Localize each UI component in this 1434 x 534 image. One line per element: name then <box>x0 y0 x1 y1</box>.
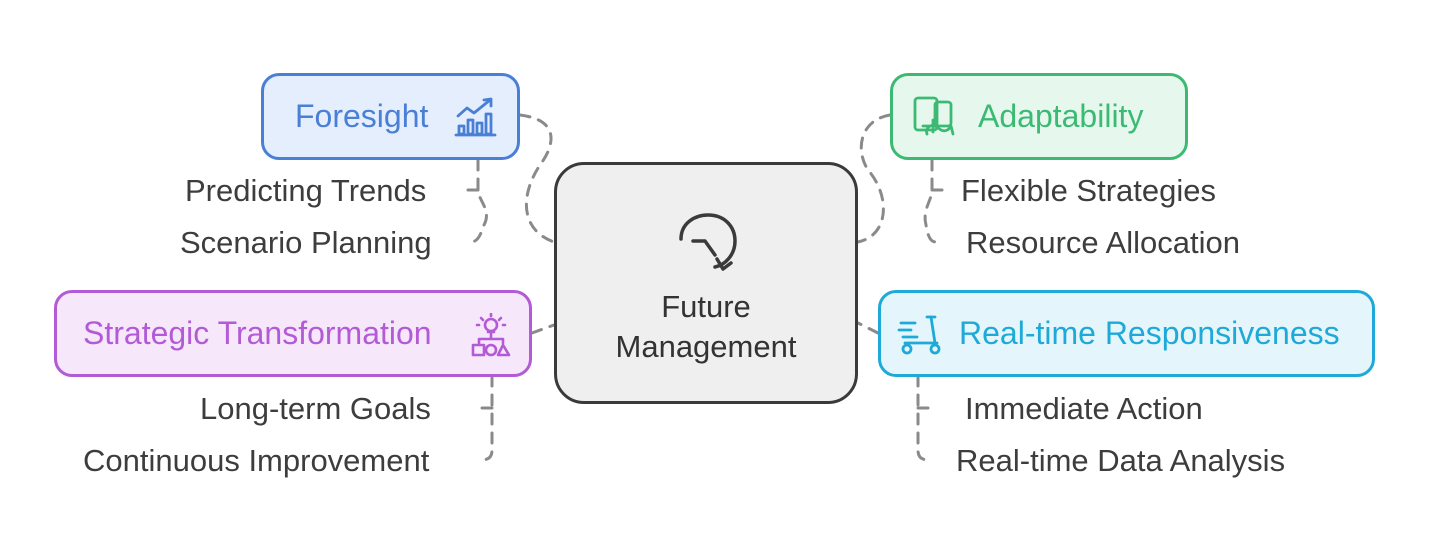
foresight-label: Foresight <box>295 98 429 134</box>
bar-chart-trend-icon <box>454 97 497 137</box>
realtime-item-1: Immediate Action <box>965 391 1203 426</box>
center-node[interactable]: Future Management <box>554 162 858 404</box>
devices-hand-icon <box>913 96 955 136</box>
foresight-item-2: Scenario Planning <box>180 225 432 260</box>
scooter-icon <box>897 315 941 355</box>
foresight-node[interactable]: Foresight <box>261 73 520 160</box>
realtime-responsiveness-node[interactable]: Real-time Responsiveness <box>878 290 1375 377</box>
connector-strategic-items <box>478 374 494 462</box>
connector-adaptability <box>856 113 892 244</box>
refresh-arrow-icon <box>679 213 737 271</box>
adaptability-label: Adaptability <box>978 98 1144 134</box>
connector-realtime-items <box>916 374 932 462</box>
strategic-item-1: Long-term Goals <box>200 391 431 426</box>
connector-adaptability-items <box>923 158 938 244</box>
strategic-transformation-label: Strategic Transformation <box>83 315 432 351</box>
strategic-transformation-node[interactable]: Strategic Transformation <box>54 290 532 377</box>
connector-foresight <box>518 113 556 244</box>
adaptability-item-1: Flexible Strategies <box>961 173 1217 208</box>
center-title: Future Management <box>615 289 797 364</box>
connector-foresight-items <box>468 158 488 244</box>
foresight-item-1: Predicting Trends <box>185 173 427 208</box>
adaptability-node[interactable]: Adaptability <box>890 73 1188 160</box>
realtime-responsiveness-label: Real-time Responsiveness <box>959 315 1340 351</box>
connector-strategic <box>530 323 556 335</box>
idea-shapes-icon <box>471 313 511 357</box>
realtime-item-2: Real-time Data Analysis <box>956 443 1286 478</box>
adaptability-item-2: Resource Allocation <box>966 225 1240 260</box>
strategic-item-2: Continuous Improvement <box>83 443 430 478</box>
connector-realtime <box>856 321 880 335</box>
